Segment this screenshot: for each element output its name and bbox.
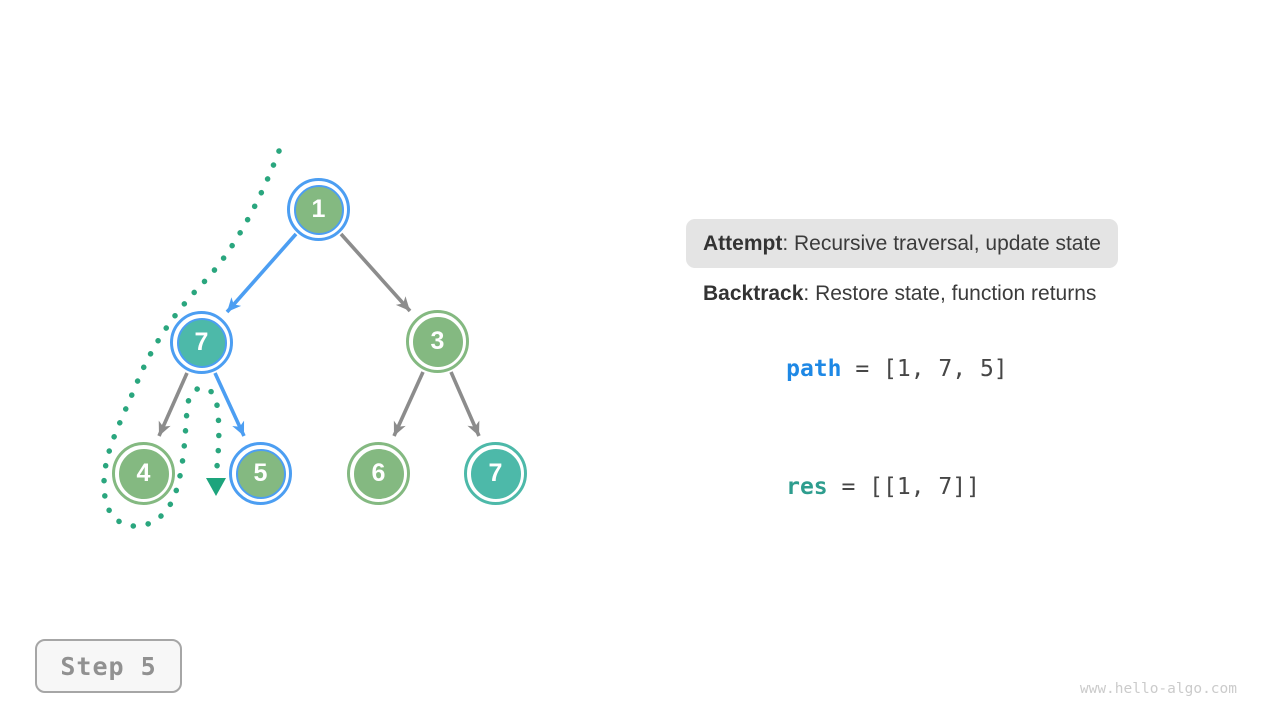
- backtrack-line: Backtrack: Restore state, function retur…: [703, 282, 1096, 306]
- tree-node-5: 5: [229, 442, 292, 505]
- edge-3-to-7: [449, 371, 481, 437]
- tree-node-1: 1: [287, 178, 350, 241]
- tree-edges-layer: [101, 148, 481, 529]
- edge-1-to-3: [339, 232, 412, 313]
- watermark: www.hello-algo.com: [1079, 681, 1237, 697]
- tree-node-6-circle: 6: [353, 448, 404, 499]
- traversal-trace-path: [101, 148, 282, 529]
- tree-node-7-right: 7: [464, 442, 527, 505]
- tree-node-7-right-circle: 7: [470, 448, 521, 499]
- node-value: 7: [488, 459, 503, 487]
- edge-7-to-5: [213, 372, 246, 437]
- attempt-callout: Attempt: Recursive traversal, update sta…: [686, 219, 1118, 268]
- tree-node-3-circle: 3: [412, 316, 463, 367]
- path-code-line: path = [1, 7, 5]: [703, 330, 1008, 408]
- node-value: 6: [371, 459, 386, 487]
- path-value: = [1, 7, 5]: [841, 356, 1008, 382]
- step-badge: Step 5: [35, 639, 182, 693]
- res-variable: res: [786, 474, 828, 500]
- node-value: 5: [253, 459, 268, 487]
- node-value: 3: [430, 327, 445, 355]
- attempt-label: Attempt: [703, 231, 783, 255]
- edge-7-to-4: [157, 372, 189, 437]
- backtrack-label: Backtrack: [703, 282, 804, 305]
- step-label: Step 5: [60, 651, 157, 681]
- edge-1-to-7: [225, 232, 298, 314]
- res-code-line: res = [[1, 7]]: [703, 448, 980, 526]
- trace-arrowhead-icon: [206, 478, 226, 496]
- tree-node-1-circle: 1: [293, 184, 344, 235]
- tree-node-3: 3: [406, 310, 469, 373]
- tree-node-7-left-circle: 7: [176, 317, 227, 368]
- edge-3-to-6: [392, 371, 425, 437]
- attempt-text: : Recursive traversal, update state: [782, 231, 1101, 255]
- tree-node-5-circle: 5: [235, 448, 286, 499]
- node-value: 7: [194, 328, 209, 356]
- tree-node-4-circle: 4: [118, 448, 169, 499]
- path-variable: path: [786, 356, 842, 382]
- tree-node-6: 6: [347, 442, 410, 505]
- backtrack-text: : Restore state, function returns: [803, 282, 1097, 305]
- node-value: 1: [311, 195, 326, 223]
- res-value: = [[1, 7]]: [827, 474, 980, 500]
- tree-node-4: 4: [112, 442, 175, 505]
- tree-node-7-left: 7: [170, 311, 233, 374]
- node-value: 4: [136, 459, 151, 487]
